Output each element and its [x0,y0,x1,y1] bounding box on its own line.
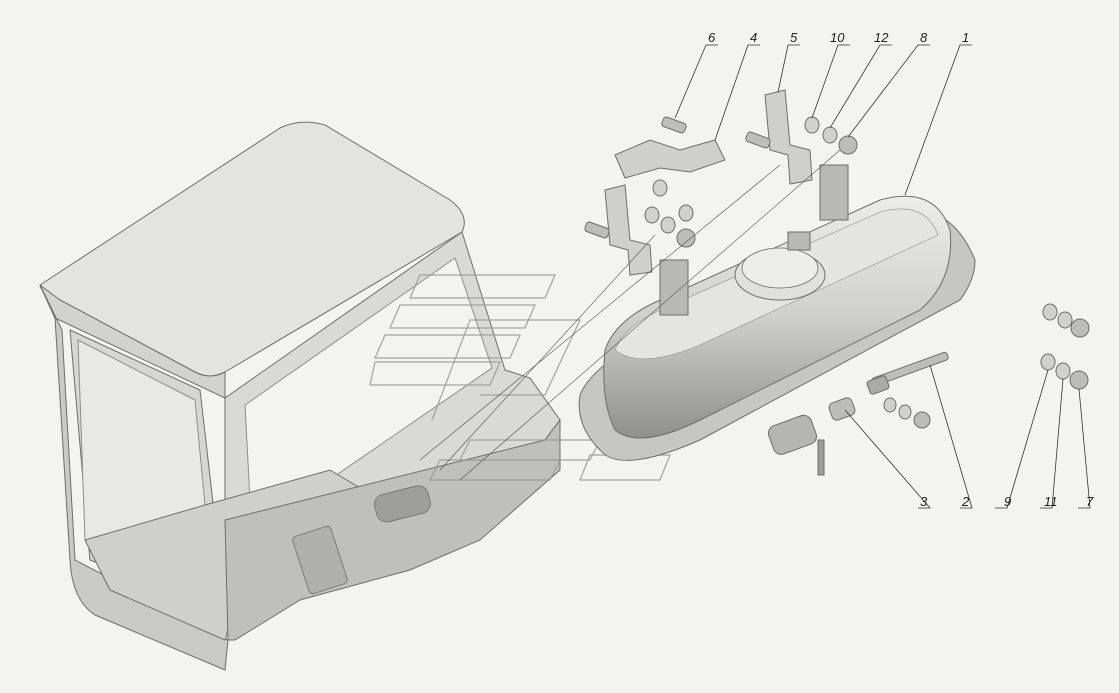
washer-part-11 [1055,362,1071,380]
drain-washers [883,397,931,429]
drain-washer-a [883,397,897,413]
washer-part-9 [1040,353,1056,371]
washer-mid-c [678,204,694,222]
leader-5 [777,44,800,93]
drain-rod [866,351,949,395]
tank [578,164,976,461]
tank-tab-small [787,231,811,251]
leader-4 [714,44,760,141]
drain-nut [913,411,931,429]
callout-10: 10 [830,30,845,45]
leader-9 [995,369,1049,509]
washer-part-12 [822,126,838,144]
callout-1: 1 [962,30,969,45]
bolts [584,116,771,239]
truck-cab [39,121,561,671]
callout-9: 9 [1004,494,1011,509]
leader-8 [847,44,930,138]
cab-roof-front [39,284,226,399]
tank-tab-right [819,164,849,221]
drain-washer-b [898,404,912,420]
callout-4: 4 [750,30,757,45]
bolt-3 [584,221,610,239]
washer-mid-b [644,206,660,224]
tank-filler-cap [741,247,819,289]
callout-11: 11 [1044,494,1058,509]
leader-2 [929,364,973,509]
assembly-lines [419,149,841,481]
leader-7 [1078,388,1091,509]
callout-2: 2 [961,494,970,509]
leader-11 [1040,378,1064,509]
bolt-part-6 [661,116,687,134]
front-panel-handle [374,485,431,523]
outlet-valve-lever [817,439,825,476]
washer-right-top-a [1042,303,1058,321]
leader-1 [904,44,972,196]
washer-right-top-b [1057,311,1073,329]
leader-10 [811,44,850,119]
callout-3: 3 [920,494,928,509]
windshield-opening [244,257,493,501]
callout-5: 5 [790,30,798,45]
bracket-left-lower [604,184,653,276]
callout-labels: 6 4 5 10 12 8 1 3 2 9 11 7 [708,30,1094,509]
leader-6 [674,44,718,119]
bolt-2 [745,131,771,149]
leader-3 [844,409,931,509]
watermark-logo [369,274,671,481]
nut-mid [676,228,696,248]
callout-6: 6 [708,30,716,45]
nut-right-top [1070,318,1090,338]
outlet-fitting [767,397,856,476]
washer-mid-a [652,179,668,197]
callout-7: 7 [1086,494,1094,509]
washer-mid-d [660,216,676,234]
bracket-part-5 [764,89,813,185]
leader-12 [829,44,892,129]
tank-tab-left [659,259,689,316]
outlet-fitting-body [767,414,817,455]
washer-part-10 [804,116,820,134]
front-panel-vent [292,525,348,595]
callout-8: 8 [920,30,928,45]
fasteners-top [644,116,858,248]
brackets [604,89,813,276]
drain-rod-end [866,375,890,395]
leader-lines [674,44,1091,509]
nut-part-7 [1069,370,1089,390]
fasteners-right [1040,303,1090,390]
callout-12: 12 [874,30,889,45]
bracket-part-4 [614,139,726,179]
nut-part-8 [838,135,858,155]
